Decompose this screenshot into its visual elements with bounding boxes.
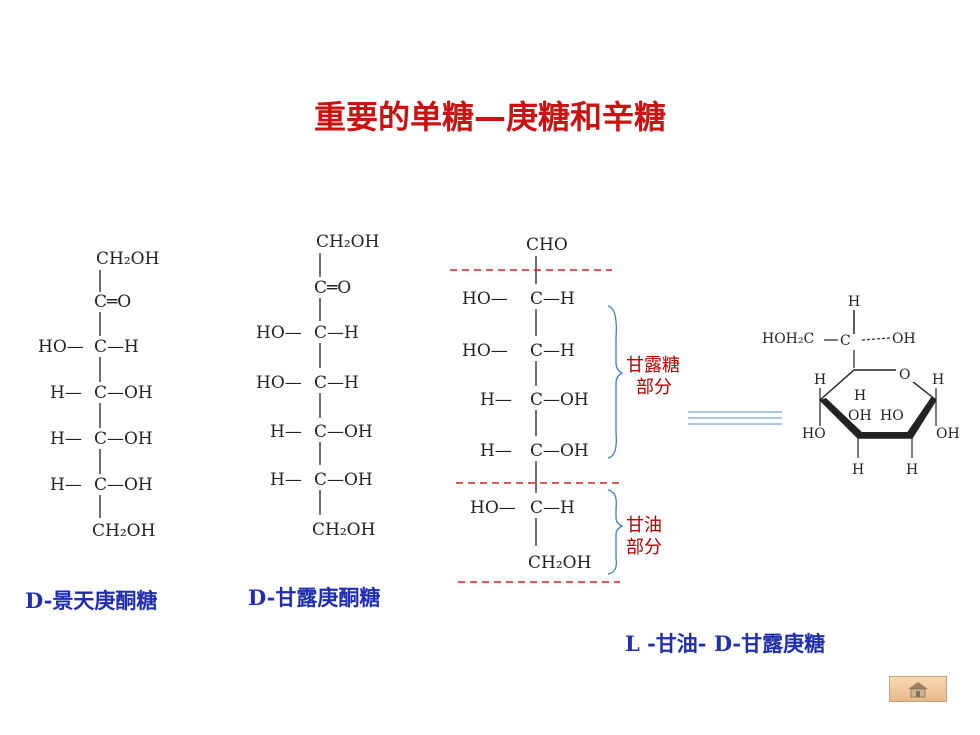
mannose-label-line1: 甘露糖 <box>626 355 680 376</box>
svg-text:C: C <box>530 441 543 461</box>
svg-text:C: C <box>94 429 107 449</box>
haworth-h-c5: H <box>814 372 826 388</box>
m3-row-4-right: —OH <box>543 441 589 461</box>
glycerol-label-line1: 甘油 <box>626 515 662 536</box>
slide-title: 重要的单糖—庚糖和辛糖 <box>313 98 666 136</box>
svg-text:C: C <box>530 498 543 518</box>
m2-row-1-right: —H <box>327 323 359 343</box>
m1-row-3-right: —OH <box>107 429 153 449</box>
brace-mannose-part <box>607 305 624 459</box>
svg-text:C: C <box>314 470 327 490</box>
haworth-h-c1: H <box>932 372 944 388</box>
m2-top-group: CH₂OH <box>316 232 379 252</box>
haworth-oh-c1: OH <box>936 426 960 442</box>
m2-row-2-right: —H <box>327 373 359 393</box>
m1-row-1-right: —H <box>107 337 139 357</box>
m3-top-group: CHO <box>526 235 568 255</box>
m1-row-2-left: H— <box>50 383 82 403</box>
svg-text:C: C <box>94 337 107 357</box>
m3-row-3-right: —OH <box>543 390 589 410</box>
glycerol-part-label: 甘油 部分 <box>626 515 662 559</box>
m3-row-2-left: HO— <box>462 341 508 361</box>
m2-bottom-group: CH₂OH <box>312 520 375 540</box>
m2-row-3-left: H— <box>270 422 302 442</box>
haworth-oh-top: OH <box>892 331 916 347</box>
home-button[interactable] <box>889 676 947 702</box>
home-icon <box>908 682 928 698</box>
haworth-substituent: HOH₂C <box>762 331 814 347</box>
caption-l-glycero-d-mannoheptose: L -甘油- D-甘露庚糖 <box>625 631 826 656</box>
m2-row-2-left: HO— <box>256 373 302 393</box>
svg-text:C: C <box>530 390 543 410</box>
haworth-h-c4-up: H <box>854 388 866 404</box>
haworth-h-top: H <box>848 294 860 310</box>
m1-top-group: CH₂OH <box>96 249 159 269</box>
m3-row-5-right: —H <box>543 498 575 518</box>
m2-row-4-right: —OH <box>327 470 373 490</box>
mannose-part-label: 甘露糖 部分 <box>626 355 680 399</box>
svg-text:C: C <box>314 373 327 393</box>
m3-bottom-group: CH₂OH <box>528 553 591 573</box>
haworth-projection: H HOH₂C C OH O O H H H OH HO HO OH H H <box>762 294 960 478</box>
haworth-oh-c4: OH <box>848 408 872 424</box>
m1-bottom-group: CH₂OH <box>92 521 155 541</box>
m3-row-1-right: —H <box>543 289 575 309</box>
m3-row-4-left: H— <box>480 441 512 461</box>
m3-row-2-right: —H <box>543 341 575 361</box>
mannose-label-line2: 部分 <box>636 377 672 398</box>
haworth-h-c2-down: H <box>906 462 918 478</box>
svg-text:C: C <box>530 289 543 309</box>
m1-row-4-right: —OH <box>107 475 153 495</box>
svg-text:C: C <box>530 341 543 361</box>
m2-row-3-right: —OH <box>327 422 373 442</box>
svg-text:C: C <box>314 422 327 442</box>
svg-text:C: C <box>94 475 107 495</box>
fischer-d-mannoheptulose: CH₂OH C═O HO— C —H HO— C —H H— C —OH H— … <box>256 232 379 540</box>
svg-text:C: C <box>840 333 851 349</box>
m3-row-3-left: H— <box>480 390 512 410</box>
m1-row-2-right: —OH <box>107 383 153 403</box>
caption-d-mannoheptulose: D-甘露庚酮糖 <box>248 585 381 610</box>
brace-glycerol-part <box>607 489 624 575</box>
glycerol-label-line2: 部分 <box>626 537 662 558</box>
m3-row-5-left: HO— <box>470 498 516 518</box>
svg-text:C: C <box>94 383 107 403</box>
fischer-l-glycero-d-mannoheptose: CHO HO— C —H HO— C —H H— C —OH H— C —OH … <box>450 235 624 583</box>
m1-row-4-left: H— <box>50 475 82 495</box>
haworth-ho-c3: HO <box>880 408 904 424</box>
caption-d-sedoheptulose: D-景天庚酮糖 <box>25 588 158 613</box>
m2-row-1-left: HO— <box>256 323 302 343</box>
m1-row-1-left: HO— <box>38 337 84 357</box>
svg-text:O: O <box>899 367 910 383</box>
m3-row-1-left: HO— <box>462 289 508 309</box>
haworth-ho-c5: HO <box>802 426 826 442</box>
m2-row-4-left: H— <box>270 470 302 490</box>
haworth-h-c4-down: H <box>852 462 864 478</box>
equivalence-sign <box>688 411 782 425</box>
m1-row-3-left: H— <box>50 429 82 449</box>
m1-carbonyl: C═O <box>94 292 131 312</box>
m2-carbonyl: C═O <box>314 278 351 298</box>
fischer-d-sedoheptulose: CH₂OH C═O HO— C —H H— C —OH H— C —OH H— … <box>38 249 159 541</box>
svg-text:C: C <box>314 323 327 343</box>
